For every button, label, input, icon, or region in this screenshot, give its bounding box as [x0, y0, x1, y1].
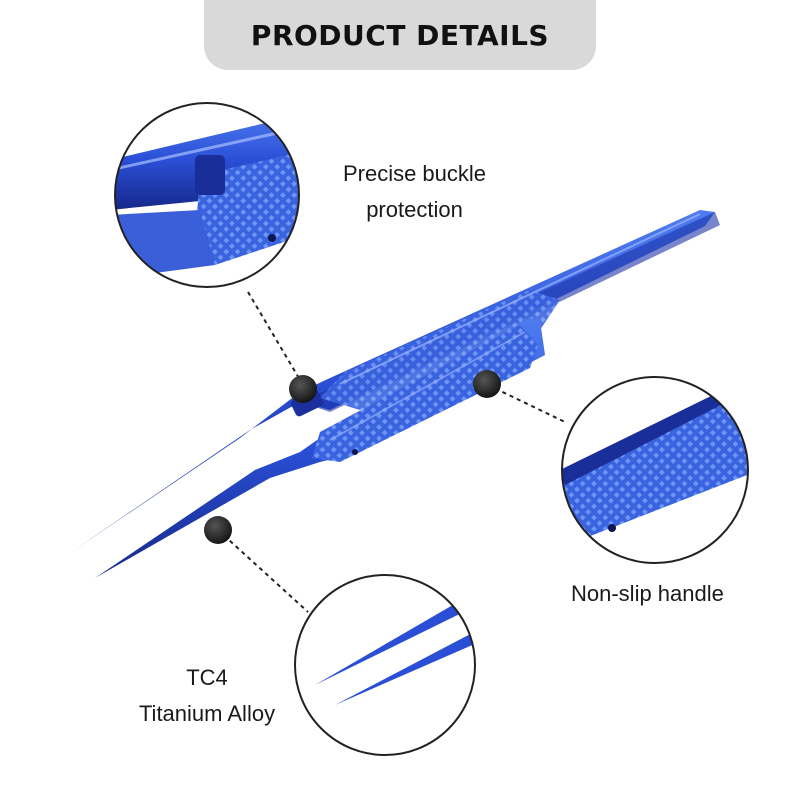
callout-label-line: protection — [366, 197, 463, 222]
callout-marker-dot — [289, 375, 317, 403]
zoom-circle-handle — [561, 376, 749, 564]
tweezers-image — [70, 210, 720, 578]
callout-label-line: Precise buckle — [342, 161, 487, 186]
callout-label-handle: Non-slip handle — [571, 576, 724, 612]
callout-label-line: TC4 — [186, 665, 228, 690]
zoom-circle-buckle — [114, 102, 300, 288]
callout-label-buckle: Precise buckle protection — [332, 156, 497, 228]
callout-marker-dot — [204, 516, 232, 544]
callout-leaders — [217, 291, 566, 613]
callout-label-line: Titanium Alloy — [138, 701, 276, 726]
zoom-circle-tips — [294, 574, 476, 756]
callout-label-line: Non-slip handle — [571, 581, 724, 606]
page-title: PRODUCT DETAILS — [250, 18, 550, 52]
callout-marker-dot — [473, 370, 501, 398]
title-banner: PRODUCT DETAILS — [204, 0, 596, 70]
callout-label-material: TC4 Titanium Alloy — [127, 660, 287, 732]
